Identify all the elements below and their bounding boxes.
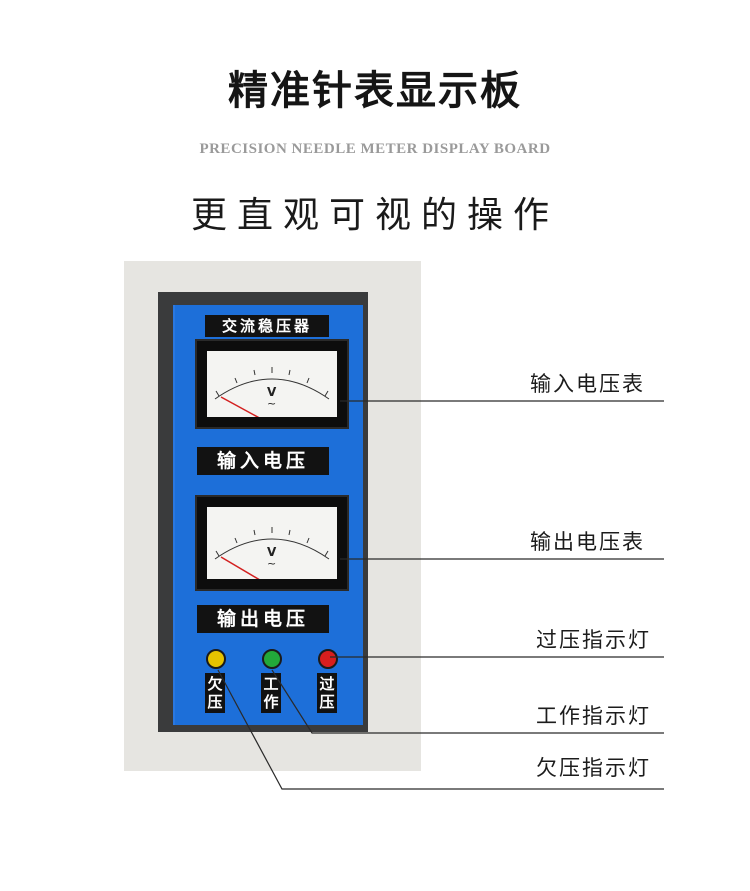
callout-working: 工作指示灯 bbox=[536, 704, 651, 728]
svg-text:~: ~ bbox=[267, 397, 276, 410]
callout-undervoltage: 欠压指示灯 bbox=[536, 756, 651, 780]
working-lamp bbox=[262, 649, 282, 669]
overvoltage-lamp bbox=[318, 649, 338, 669]
svg-text:V: V bbox=[267, 385, 277, 399]
output-voltage-meter: V ~ bbox=[195, 495, 349, 591]
undervoltage-label: 欠压 bbox=[205, 673, 225, 713]
svg-text:~: ~ bbox=[267, 557, 276, 570]
output-meter-face: V ~ bbox=[207, 507, 337, 579]
display-panel: 交流稳压器 V ~ 输入电压 bbox=[173, 305, 363, 725]
svg-text:V: V bbox=[267, 545, 277, 559]
overvoltage-label: 过压 bbox=[317, 673, 337, 713]
callout-output-meter: 输出电压表 bbox=[530, 530, 645, 554]
output-meter-scale: V ~ bbox=[214, 527, 330, 579]
working-label: 工作 bbox=[261, 673, 281, 713]
page-title: 精准针表显示板 bbox=[228, 68, 522, 114]
name-plate: 交流稳压器 bbox=[205, 315, 329, 337]
undervoltage-lamp bbox=[206, 649, 226, 669]
tagline: 更直观可视的操作 bbox=[190, 195, 559, 236]
english-subtitle: PRECISION NEEDLE METER DISPLAY BOARD bbox=[199, 141, 551, 157]
input-meter-face: V ~ bbox=[207, 351, 337, 417]
input-voltage-meter: V ~ bbox=[195, 339, 349, 429]
input-meter-scale: V ~ bbox=[214, 367, 330, 417]
callout-input-meter: 输入电压表 bbox=[530, 372, 645, 396]
input-voltage-plate: 输入电压 bbox=[197, 447, 329, 475]
output-voltage-plate: 输出电压 bbox=[197, 605, 329, 633]
callout-overvoltage: 过压指示灯 bbox=[536, 628, 651, 652]
